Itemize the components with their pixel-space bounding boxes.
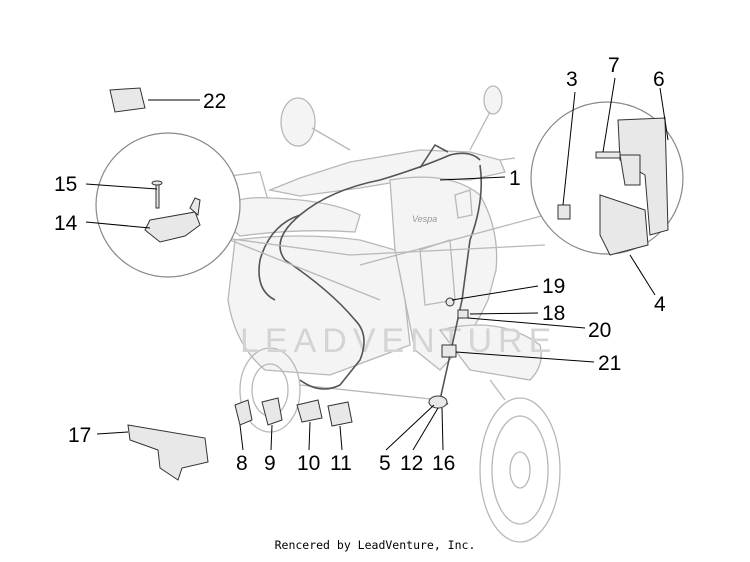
callout-22: 21 <box>598 352 621 375</box>
callout-labels: 22 15 14 17 1 19 18 20 21 3 7 6 4 8 9 10… <box>54 54 666 475</box>
grommet-5 <box>428 395 448 409</box>
clip-9 <box>261 397 283 426</box>
callout-16: 16 <box>432 452 455 475</box>
wiring-harness <box>258 143 483 405</box>
callout-5: 5 <box>379 452 391 475</box>
callout-8: 8 <box>236 452 248 475</box>
callout-3: 3 <box>566 68 578 91</box>
detail-circle-left <box>95 132 381 301</box>
callout-21: 22 <box>203 90 226 113</box>
brand-badge: Vespa <box>412 214 437 224</box>
screw-15 <box>155 182 160 209</box>
footer-credit: Rencered by LeadVenture, Inc. <box>274 538 476 552</box>
loose-parts <box>109 87 353 481</box>
fuse-3 <box>557 204 571 220</box>
module-4 <box>599 194 649 256</box>
clip-8 <box>234 399 253 426</box>
callout-6: 6 <box>653 68 665 91</box>
bracket-17 <box>127 424 209 481</box>
bolt-7 <box>595 151 621 159</box>
callout-20: 20 <box>588 319 611 342</box>
watermark-text: LEADVENTURE <box>240 322 557 360</box>
callout-14: 14 <box>54 212 78 235</box>
clip-18 <box>457 309 469 319</box>
callout-11: 11 <box>330 452 352 475</box>
callout-4: 4 <box>654 293 666 316</box>
scooter-outline <box>199 85 561 543</box>
callout-1: 1 <box>509 167 521 190</box>
cover-21 <box>109 87 146 113</box>
callout-9: 9 <box>264 452 276 475</box>
callout-18: 18 <box>542 302 565 325</box>
callout-15: 15 <box>54 173 77 196</box>
clip-22 <box>441 344 457 358</box>
leader-lines <box>85 77 669 451</box>
clip-11 <box>327 401 353 427</box>
callout-19: 19 <box>542 275 565 298</box>
callout-7: 7 <box>608 54 620 77</box>
clip-19 <box>445 297 455 307</box>
callout-12: 12 <box>400 452 423 475</box>
callout-17: 17 <box>68 424 91 447</box>
clip-10 <box>296 399 323 423</box>
callout-10: 10 <box>297 452 320 475</box>
